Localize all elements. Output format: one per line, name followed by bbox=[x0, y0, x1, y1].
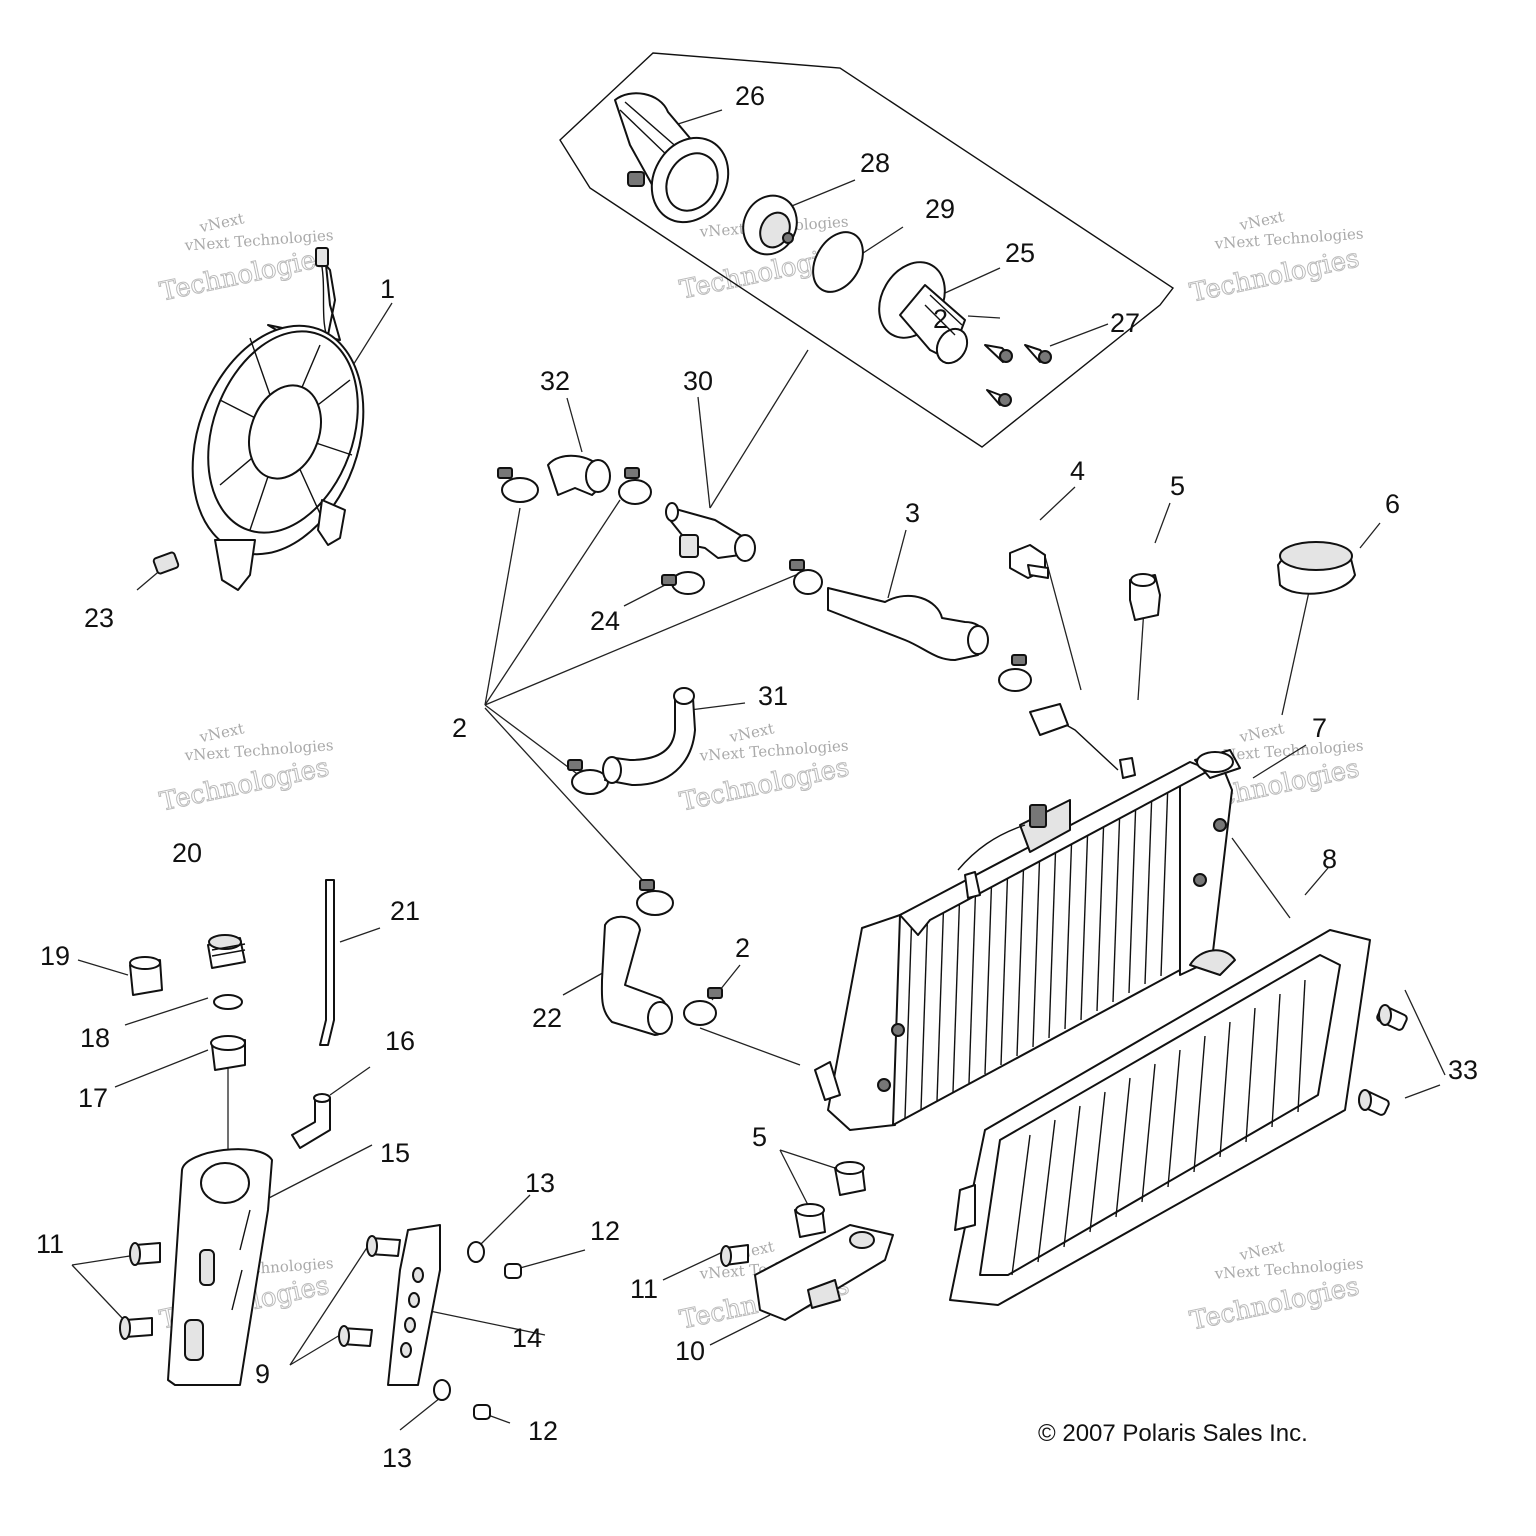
bracket-14 bbox=[387, 1224, 441, 1386]
bushing-17 bbox=[210, 1035, 246, 1071]
callout-labels: 1 23 26 28 29 25 27 32 30 24 3 4 5 6 2 3… bbox=[36, 81, 1478, 1473]
bolts-11-left bbox=[119, 1242, 161, 1340]
callout-18: 18 bbox=[80, 1023, 110, 1053]
callout-25: 25 bbox=[1005, 238, 1035, 268]
plug-5-top bbox=[1129, 573, 1161, 621]
hose-clamp bbox=[497, 467, 539, 503]
copyright-notice: © 2007 Polaris Sales Inc. bbox=[1038, 1420, 1308, 1447]
svg-text:Technologies: Technologies bbox=[157, 242, 332, 307]
water-outlet-30 bbox=[665, 502, 756, 562]
callout-11-left: 11 bbox=[36, 1229, 64, 1259]
callout-32: 32 bbox=[540, 366, 570, 396]
callout-4: 4 bbox=[1070, 456, 1085, 486]
hose-clamp bbox=[683, 987, 723, 1026]
callout-2-left: 2 bbox=[452, 713, 467, 743]
hose-clamp-24 bbox=[661, 571, 705, 595]
overflow-tube-21 bbox=[319, 879, 335, 1046]
nut-12-bottom bbox=[473, 1404, 491, 1420]
callout-3: 3 bbox=[905, 498, 920, 528]
callout-24: 24 bbox=[590, 606, 620, 636]
plug-5-bottom bbox=[794, 1161, 866, 1238]
cooling-fan-assembly bbox=[152, 247, 365, 591]
callout-19: 19 bbox=[40, 941, 70, 971]
hose-clamp bbox=[789, 559, 823, 595]
reservoir-cap-20 bbox=[207, 934, 246, 969]
callout-2-right: 2 bbox=[933, 304, 948, 334]
callout-7: 7 bbox=[1312, 713, 1327, 743]
washer-13-top bbox=[467, 1241, 485, 1263]
watermark-mid-left: vNext vNext Technologies Technologies bbox=[157, 719, 334, 818]
radiator-grille-8 bbox=[949, 929, 1371, 1306]
hose-clamp bbox=[618, 467, 652, 505]
callout-26: 26 bbox=[735, 81, 765, 111]
coolant-reservoir-15 bbox=[167, 1148, 273, 1386]
callout-13-top: 13 bbox=[525, 1168, 555, 1198]
callout-17: 17 bbox=[78, 1083, 108, 1113]
lower-bracket-10 bbox=[754, 1224, 894, 1321]
radiator-7 bbox=[814, 703, 1241, 1131]
temp-sensor-4 bbox=[1009, 544, 1049, 579]
bolt-11-right bbox=[720, 1244, 749, 1267]
callout-6: 6 bbox=[1385, 489, 1400, 519]
callout-30: 30 bbox=[683, 366, 713, 396]
callout-28: 28 bbox=[860, 148, 890, 178]
callout-21: 21 bbox=[390, 896, 420, 926]
hose-22 bbox=[600, 915, 673, 1036]
watermark-top-left: vNext vNext Technologies Technologies bbox=[157, 209, 334, 308]
callout-13-bottom: 13 bbox=[382, 1443, 412, 1473]
callout-1: 1 bbox=[380, 274, 395, 304]
elbow-fitting-16 bbox=[291, 1093, 331, 1149]
hose-clamp bbox=[636, 879, 674, 916]
callout-16: 16 bbox=[385, 1026, 415, 1056]
callout-2-bottom: 2 bbox=[735, 933, 750, 963]
watermark-mid-center: vNext vNext Technologies Technologies bbox=[677, 719, 853, 818]
callout-27: 27 bbox=[1110, 308, 1140, 338]
o-ring-29 bbox=[812, 231, 864, 293]
bolts-9 bbox=[338, 1235, 401, 1347]
gasket-18 bbox=[213, 994, 243, 1010]
callout-23: 23 bbox=[84, 603, 114, 633]
callout-14: 14 bbox=[512, 1323, 542, 1353]
callout-29: 29 bbox=[925, 194, 955, 224]
cap-19 bbox=[129, 956, 163, 996]
thermostat-group-outline bbox=[559, 52, 1175, 448]
radiator-cap-6 bbox=[1277, 541, 1356, 595]
callout-11-right: 11 bbox=[630, 1274, 658, 1304]
leader-lines bbox=[71, 109, 1446, 1431]
callout-33: 33 bbox=[1448, 1055, 1478, 1085]
callout-10: 10 bbox=[675, 1336, 705, 1366]
thermostat-cover-25 bbox=[878, 261, 969, 365]
callout-9: 9 bbox=[255, 1359, 270, 1389]
watermark-top-right: vNext vNext Technologies Technologies bbox=[1187, 207, 1364, 309]
callout-12-bottom: 12 bbox=[528, 1416, 558, 1446]
svg-text:Technologies: Technologies bbox=[157, 752, 332, 817]
hose-32 bbox=[547, 454, 611, 496]
hose-clamp bbox=[567, 759, 609, 795]
callout-22: 22 bbox=[532, 1003, 562, 1033]
callout-31: 31 bbox=[758, 681, 788, 711]
callout-20: 20 bbox=[172, 838, 202, 868]
callout-8: 8 bbox=[1322, 844, 1337, 874]
svg-text:Technologies: Technologies bbox=[1187, 243, 1362, 308]
thermostat-housing-26 bbox=[614, 92, 730, 224]
callout-15: 15 bbox=[380, 1138, 410, 1168]
nut-12-top bbox=[504, 1263, 522, 1279]
hose-31 bbox=[602, 687, 696, 787]
bolts-33 bbox=[1358, 1004, 1408, 1116]
hose-3 bbox=[827, 587, 989, 661]
callout-5-top: 5 bbox=[1170, 471, 1185, 501]
washer-13-bottom bbox=[433, 1379, 451, 1401]
screws-27 bbox=[984, 344, 1052, 407]
hose-clamp bbox=[998, 654, 1032, 692]
watermark-bottom-right: vNext vNext Technologies Technologies bbox=[1187, 1237, 1364, 1337]
callout-5-bottom: 5 bbox=[752, 1122, 767, 1152]
thermostat-28 bbox=[742, 194, 798, 256]
svg-text:Technologies: Technologies bbox=[1187, 1271, 1362, 1336]
callout-12-top: 12 bbox=[590, 1216, 620, 1246]
